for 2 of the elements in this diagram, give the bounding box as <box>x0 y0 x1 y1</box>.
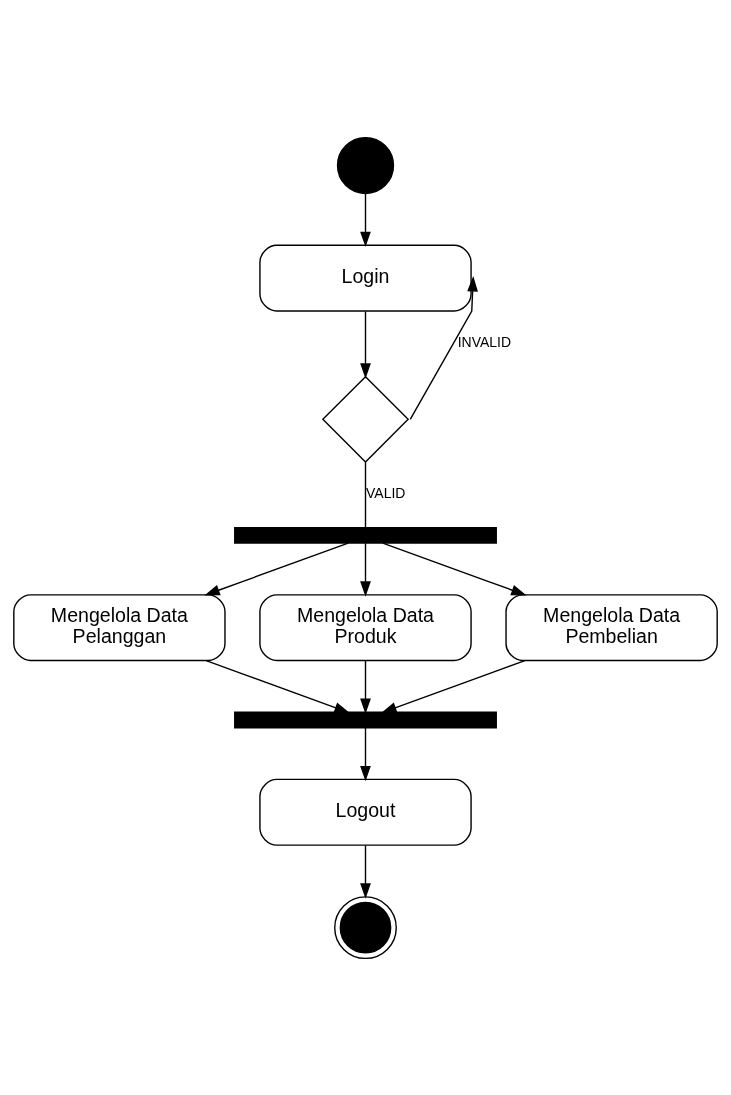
edge-label: INVALID <box>457 333 512 350</box>
edge-label: VALID <box>366 484 406 501</box>
